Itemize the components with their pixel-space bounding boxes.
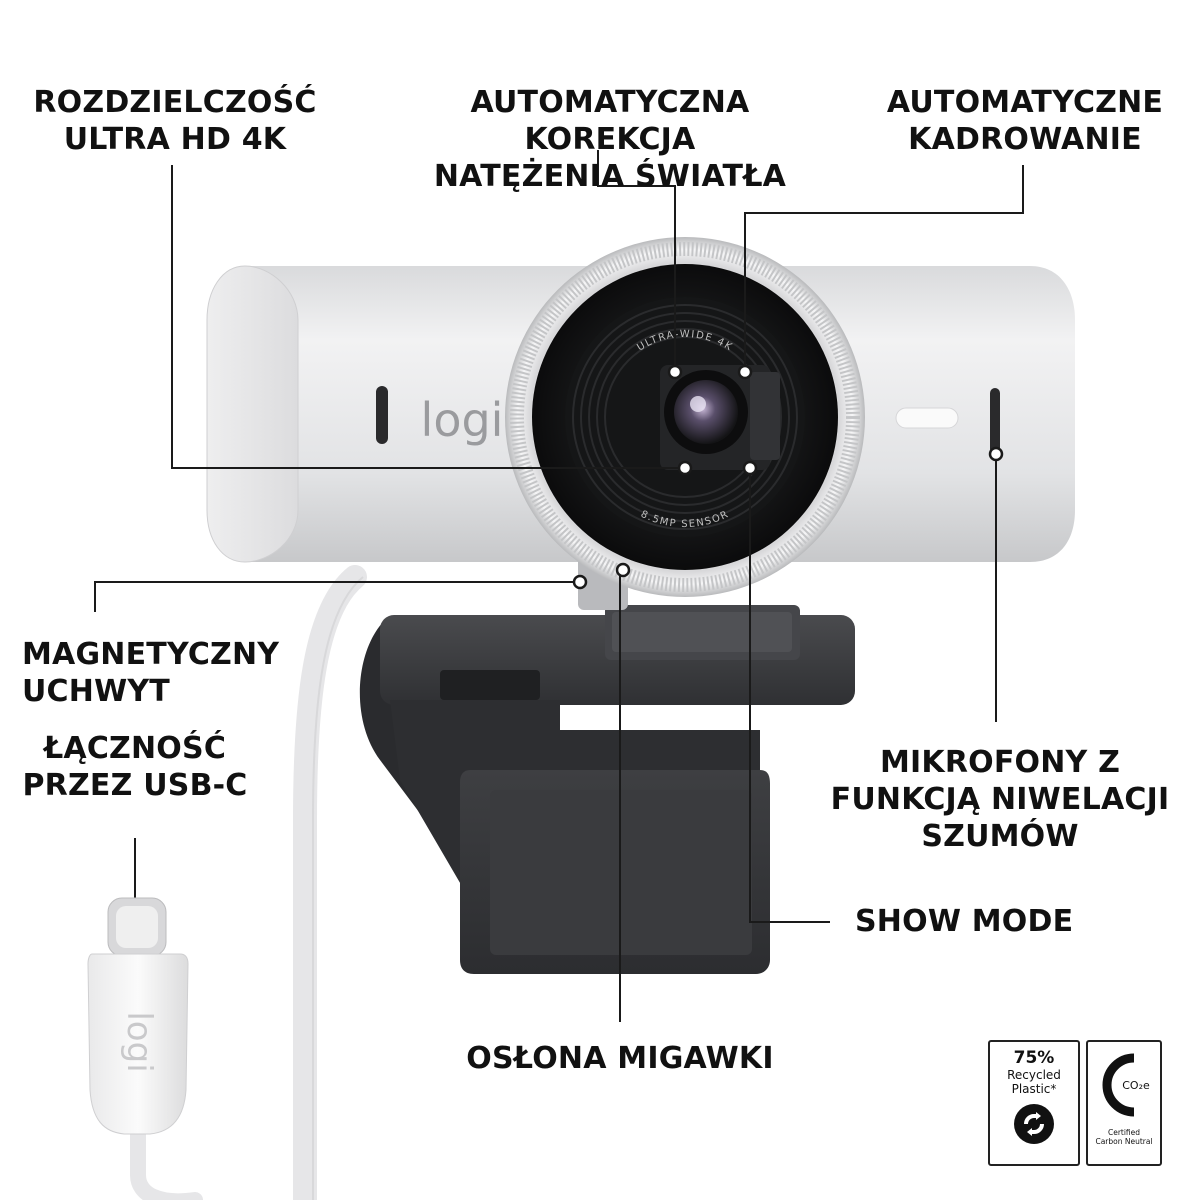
recycled-line1: Recycled bbox=[1007, 1068, 1061, 1082]
usb-c-connector: logi bbox=[87, 897, 189, 1135]
recycle-icon bbox=[1014, 1104, 1054, 1144]
label-resolution: ROZDZIELCZOŚĆ ULTRA HD 4K bbox=[33, 85, 317, 157]
carbon-neutral-badge: CO₂e Certified Carbon Neutral bbox=[1086, 1040, 1162, 1166]
carbon-c-icon: CO₂e bbox=[1102, 1053, 1150, 1117]
co2-text: CO₂e bbox=[1122, 1079, 1150, 1092]
callout-lines bbox=[94, 150, 1024, 1022]
carbon-line2: Carbon Neutral bbox=[1095, 1137, 1153, 1146]
label-microphones: MIKROFONY Z FUNKCJĄ NIWELACJI SZUMÓW bbox=[830, 745, 1170, 854]
label-magnetic-mount: MAGNETYCZNY UCHWYT bbox=[22, 637, 280, 709]
label-show-mode: SHOW MODE bbox=[855, 904, 1074, 939]
label-auto-framing: AUTOMATYCZNE KADROWANIE bbox=[886, 85, 1164, 157]
recycled-percent: 75% bbox=[1013, 1048, 1055, 1068]
camera-end-cap bbox=[206, 265, 299, 563]
recycled-plastic-badge: 75% Recycled Plastic* bbox=[988, 1040, 1080, 1166]
usb-c-cable-end bbox=[130, 1112, 203, 1200]
connector-logo: logi bbox=[119, 1011, 159, 1072]
status-light bbox=[895, 407, 959, 429]
recycled-line2: Plastic* bbox=[1011, 1082, 1057, 1096]
microphone-left-icon bbox=[376, 386, 388, 444]
callout-dots bbox=[572, 364, 1004, 590]
usb-cable bbox=[293, 565, 367, 1200]
camera-logo: logi bbox=[421, 393, 504, 447]
label-shutter: OSŁONA MIGAWKI bbox=[466, 1041, 774, 1076]
label-light-correction: AUTOMATYCZNA KOREKCJA NATĘŻENIA ŚWIATŁA bbox=[433, 85, 787, 194]
carbon-line1: Certified bbox=[1107, 1128, 1141, 1137]
label-usb-c: ŁĄCZNOŚĆ PRZEZ USB-C bbox=[22, 731, 248, 803]
microphone-right-icon bbox=[990, 388, 1000, 454]
